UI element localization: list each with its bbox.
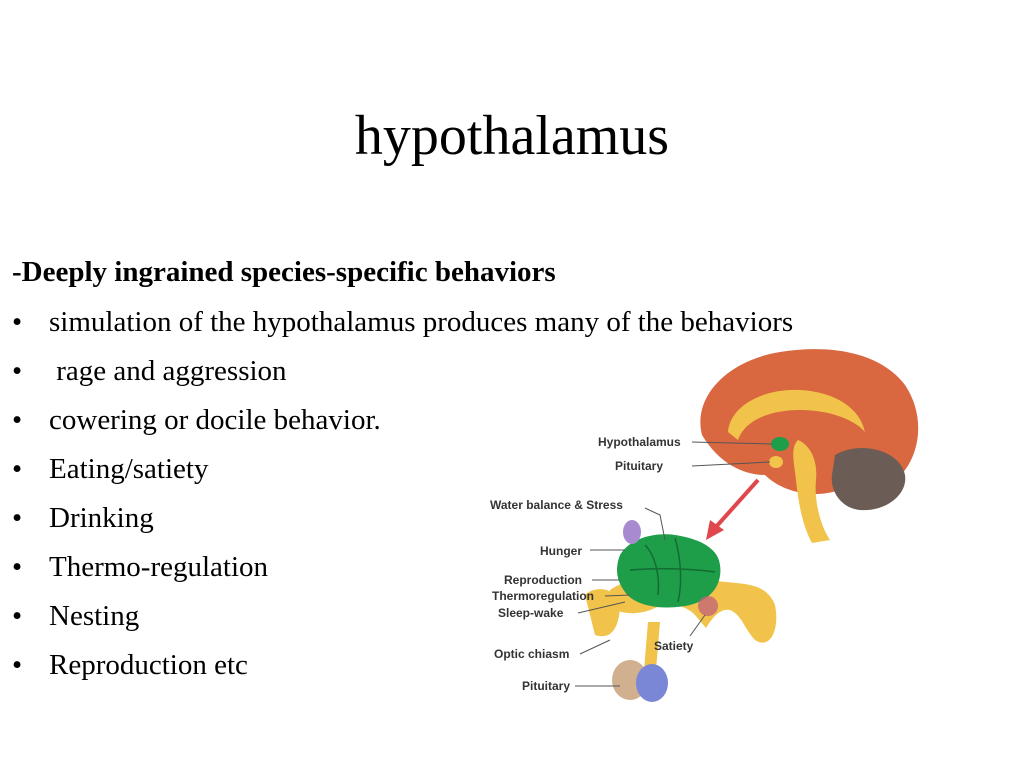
bullet-marker: • xyxy=(12,551,23,583)
bullet-marker: • xyxy=(12,600,23,632)
bullet-text: Thermo-regulation xyxy=(49,551,269,583)
label-water-balance: Water balance & Stress xyxy=(490,498,623,512)
label-brain-hypothalamus: Hypothalamus xyxy=(598,435,681,449)
bullet-text: Drinking xyxy=(49,502,154,534)
bullet-marker: • xyxy=(12,502,23,534)
bullet-text: cowering or docile behavior. xyxy=(49,404,381,436)
leader-line xyxy=(691,441,773,445)
bullet-marker: • xyxy=(12,404,23,436)
detail-leader-lines xyxy=(575,507,706,687)
bullet-text: simulation of the hypothalamus produces … xyxy=(49,306,794,338)
optic-nerve xyxy=(585,589,620,637)
pituitary-stalk xyxy=(644,622,660,670)
pointer-arrow xyxy=(706,478,760,540)
subheading: -Deeply ingrained species-specific behav… xyxy=(12,256,556,288)
diagram-illustration: Hypothalamus Pituitary Water balance & S… xyxy=(490,349,919,702)
brain-inner xyxy=(728,389,865,440)
label-detail-pituitary: Pituitary xyxy=(522,679,570,693)
brain-illustration xyxy=(691,349,919,543)
brainstem xyxy=(793,440,830,543)
detail-pituitary-posterior xyxy=(636,664,668,702)
label-optic-chiasm: Optic chiasm xyxy=(494,647,569,661)
brain-pituitary xyxy=(769,456,783,468)
label-satiety: Satiety xyxy=(654,639,694,653)
bullet-marker: • xyxy=(12,649,23,681)
label-hunger: Hunger xyxy=(540,544,582,558)
slide-title: hypothalamus xyxy=(354,105,670,167)
hypothalamus-detail xyxy=(585,520,777,702)
bullet-text: Nesting xyxy=(49,600,140,632)
bullet-marker: • xyxy=(12,306,23,338)
label-thermoregulation: Thermoregulation xyxy=(492,589,594,603)
nucleus-outline xyxy=(629,537,716,603)
hypothalamus-diagram: Hypothalamus Pituitary Water balance & S… xyxy=(480,340,930,710)
cerebellum xyxy=(831,447,906,511)
label-brain-pituitary: Pituitary xyxy=(615,459,663,473)
leader-line xyxy=(691,461,771,467)
nucleus-satiety xyxy=(698,596,718,616)
brain-hypothalamus xyxy=(771,437,789,451)
nucleus-water-balance xyxy=(623,520,641,544)
bullet-text: rage and aggression xyxy=(49,355,287,387)
detail-hypothalamus-nuclei xyxy=(617,534,721,608)
bullet-text: Reproduction etc xyxy=(49,649,248,681)
label-sleep-wake: Sleep-wake xyxy=(498,606,564,620)
bullet-marker: • xyxy=(12,355,23,387)
bullet-marker: • xyxy=(12,453,23,485)
label-reproduction: Reproduction xyxy=(504,573,582,587)
bullet-text: Eating/satiety xyxy=(49,453,209,485)
